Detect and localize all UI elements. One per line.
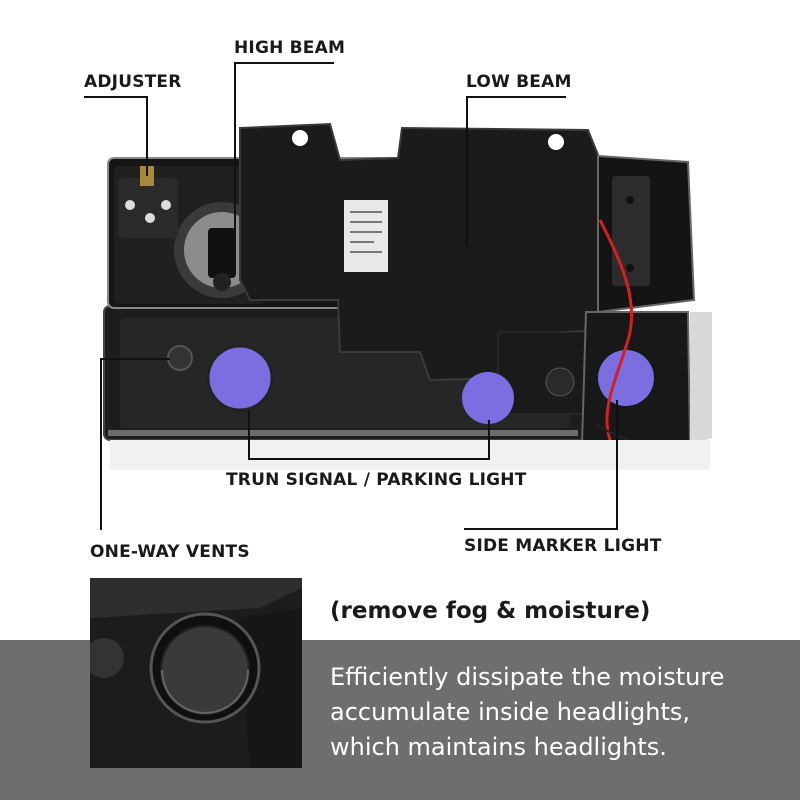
back-cover	[239, 122, 599, 415]
leader-turn-signal-v1	[248, 410, 250, 460]
label-adjuster: ADJUSTER	[84, 72, 182, 92]
leader-side-marker-v	[616, 400, 618, 530]
leader-low-beam-v	[466, 96, 468, 246]
label-one-way-vents: ONE-WAY VENTS	[90, 542, 250, 562]
leader-side-marker-h	[464, 528, 618, 530]
label-turn-signal: TRUN SIGNAL / PARKING LIGHT	[226, 470, 527, 490]
feature-description: Efficiently dissipate the moisture accum…	[330, 660, 770, 765]
leader-turn-signal-h	[248, 458, 490, 460]
leader-turn-signal-v2	[488, 420, 490, 460]
leader-adjuster-v	[146, 96, 148, 176]
leader-high-beam-v	[234, 62, 236, 240]
description-line: accumulate inside headlights,	[330, 698, 690, 726]
description-line: Efficiently dissipate the moisture	[330, 663, 725, 691]
corner-light	[580, 154, 712, 445]
description-line: which maintains headlights.	[330, 733, 667, 761]
vent-right	[598, 350, 654, 406]
leader-adjuster-h	[84, 96, 148, 98]
leader-vents-h	[100, 358, 170, 360]
vent-middle	[462, 372, 514, 424]
leader-high-beam-h	[234, 62, 334, 64]
label-low-beam: LOW BEAM	[466, 72, 572, 92]
label-side-marker: SIDE MARKER LIGHT	[464, 536, 662, 556]
adjuster-screw	[118, 166, 178, 238]
vent-nub	[167, 345, 193, 371]
leader-low-beam-h	[466, 96, 566, 98]
leader-vents-v	[100, 358, 102, 530]
vent-left	[206, 344, 274, 412]
feature-subtitle: (remove fog & moisture)	[330, 598, 651, 624]
vent-closeup-image	[90, 578, 302, 768]
label-high-beam: HIGH BEAM	[234, 38, 346, 58]
